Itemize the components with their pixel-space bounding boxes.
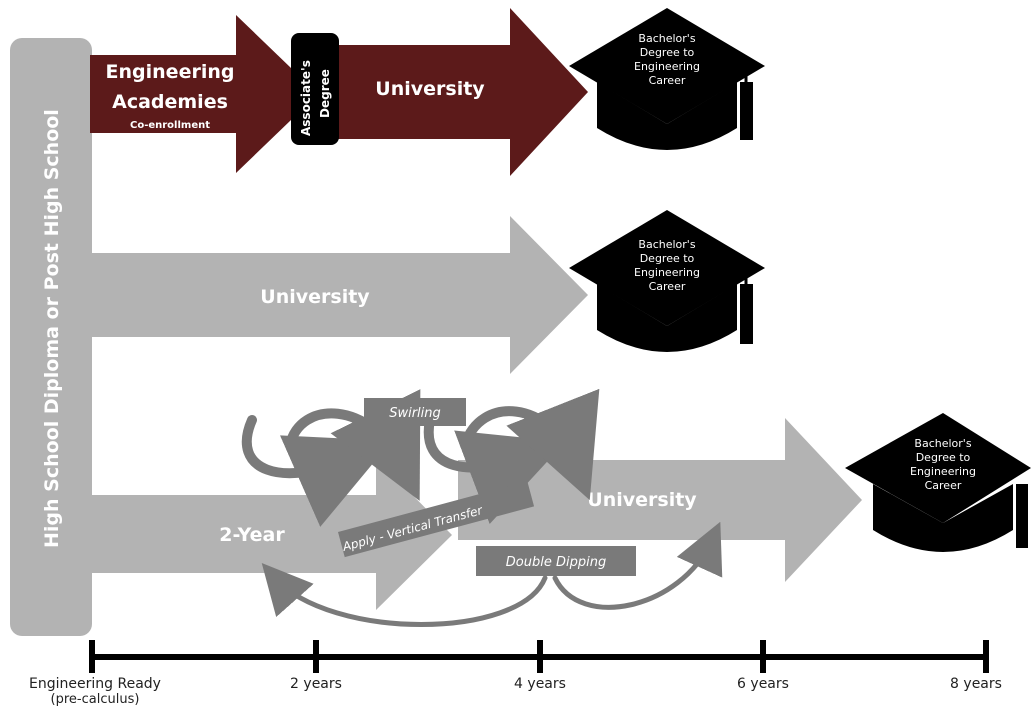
cap-1-line-1: Bachelor's	[638, 32, 695, 45]
transfer-arrow-box	[338, 481, 535, 558]
double-dipping-arcs	[261, 521, 723, 627]
university-label-1: University	[375, 78, 485, 100]
university-arrow-3	[458, 418, 862, 582]
swirling-box	[364, 398, 466, 426]
associates-degree-box	[291, 33, 339, 145]
swirl-arrow-right	[460, 388, 600, 501]
swirl-arrows	[241, 388, 600, 527]
timeline-label-2: 2 years	[290, 676, 342, 692]
associates-label: Associate's	[299, 60, 313, 136]
timeline-label-8: 8 years	[950, 676, 1002, 692]
double-dipping-label: Double Dipping	[506, 555, 606, 570]
cap-3-line-1: Bachelor's	[914, 437, 971, 450]
dd-arc-left	[261, 563, 548, 627]
cap-2-line-4: Career	[649, 280, 686, 293]
cap-3-line-3: Engineering	[910, 465, 976, 478]
two-year-label: 2-Year	[219, 524, 285, 546]
swirling-label: Swirling	[389, 406, 441, 421]
timeline-label-4: 4 years	[514, 676, 566, 692]
graduation-cap-icon-3	[845, 413, 1031, 552]
timeline-label-0: Engineering Ready (pre-calculus)	[10, 676, 180, 707]
dd-arc-right	[552, 521, 723, 610]
graduation-cap-icon-1	[569, 8, 765, 150]
cap-2-line-1: Bachelor's	[638, 238, 695, 251]
university-label-2: University	[260, 286, 370, 308]
double-dipping-box	[476, 546, 636, 576]
cap-1-line-3: Engineering	[634, 60, 700, 73]
timeline-label-0-main: Engineering Ready	[29, 676, 161, 692]
co-enrollment-label: Co-enrollment	[130, 120, 210, 131]
timeline-label-0-sub: (pre-calculus)	[50, 692, 140, 707]
vertical-bar-label: High School Diploma or Post High School	[41, 109, 63, 548]
university-arrow-gray	[90, 216, 588, 374]
cap-2-line-2: Degree to	[640, 252, 695, 265]
academies-label: Engineering	[106, 61, 235, 83]
degree-label: Degree	[318, 69, 332, 118]
swirl-arrow-mid	[285, 389, 421, 501]
cap-3-line-4: Career	[925, 479, 962, 492]
swirl-arrow-left	[241, 415, 392, 527]
cap-2-line-3: Engineering	[634, 266, 700, 279]
cap-3-line-2: Degree to	[916, 451, 971, 464]
timeline-label-6: 6 years	[737, 676, 789, 692]
graduation-cap-icon-2	[569, 210, 765, 352]
academies-label-2: Academies	[112, 91, 228, 113]
academies-arrow	[90, 15, 318, 173]
university-arrow-maroon	[330, 8, 588, 176]
cap-1-line-4: Career	[649, 74, 686, 87]
vertical-bar	[10, 38, 92, 636]
university-label-3: University	[587, 489, 697, 511]
cap-1-line-2: Degree to	[640, 46, 695, 59]
